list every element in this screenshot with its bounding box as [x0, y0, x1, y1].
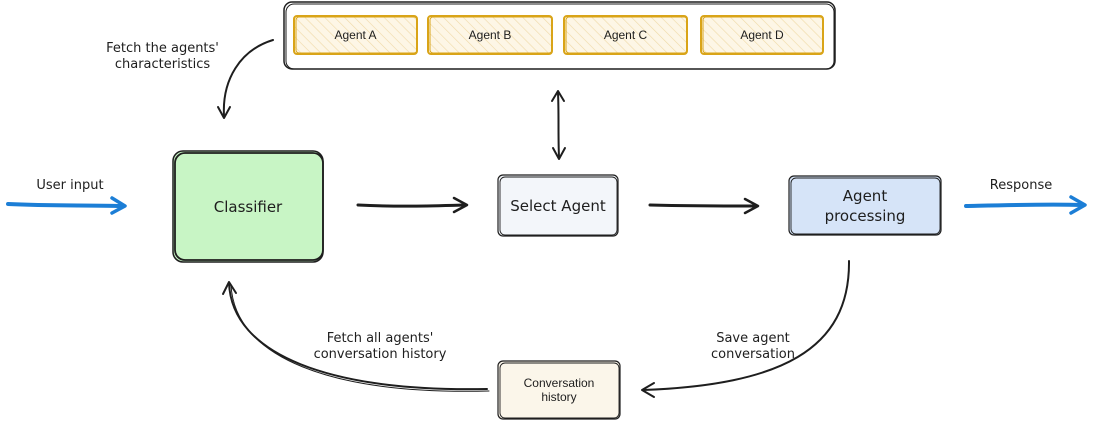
- select-to-processing-arrow: [648, 197, 760, 215]
- fetch-characteristics-arrow: [217, 39, 274, 119]
- agent-a-label: Agent A: [334, 28, 377, 42]
- agent-box-a[interactable]: [293, 15, 418, 55]
- classifier-label: Classifier: [213, 197, 283, 216]
- agents-container: [283, 1, 836, 70]
- agent-c-label: Agent C: [603, 28, 648, 42]
- agent-processing-label: Agent processing: [824, 186, 906, 225]
- agent-box-d[interactable]: [700, 15, 824, 55]
- agent-box-b[interactable]: [427, 15, 553, 55]
- response-label: Response: [989, 178, 1053, 193]
- select-agent-label: Select Agent: [510, 196, 606, 215]
- agent-processing-node[interactable]: [788, 175, 942, 236]
- conversation-history-label: Conversation history: [523, 376, 595, 404]
- agent-b-label: Agent B: [468, 28, 512, 42]
- response-arrow: [964, 195, 1087, 215]
- select-agent-node[interactable]: [497, 174, 619, 237]
- fetch-history-arrow: [222, 281, 490, 392]
- user-input-arrow: [6, 196, 127, 215]
- classifier-to-select-arrow: [356, 196, 469, 214]
- fetch-characteristics-label: Fetch the agents' characteristics: [106, 41, 219, 72]
- save-conversation-arrow: [641, 260, 851, 398]
- classifier-node[interactable]: [172, 150, 324, 263]
- conversation-history-node[interactable]: [497, 360, 621, 420]
- user-input-label: User input: [36, 178, 104, 193]
- save-conversation-label: Save agent conversation: [710, 331, 796, 362]
- fetch-history-label: Fetch all agents' conversation history: [313, 331, 447, 362]
- agent-box-c[interactable]: [563, 15, 688, 55]
- agents-select-double-arrow: [551, 90, 566, 160]
- agent-d-label: Agent D: [740, 28, 784, 42]
